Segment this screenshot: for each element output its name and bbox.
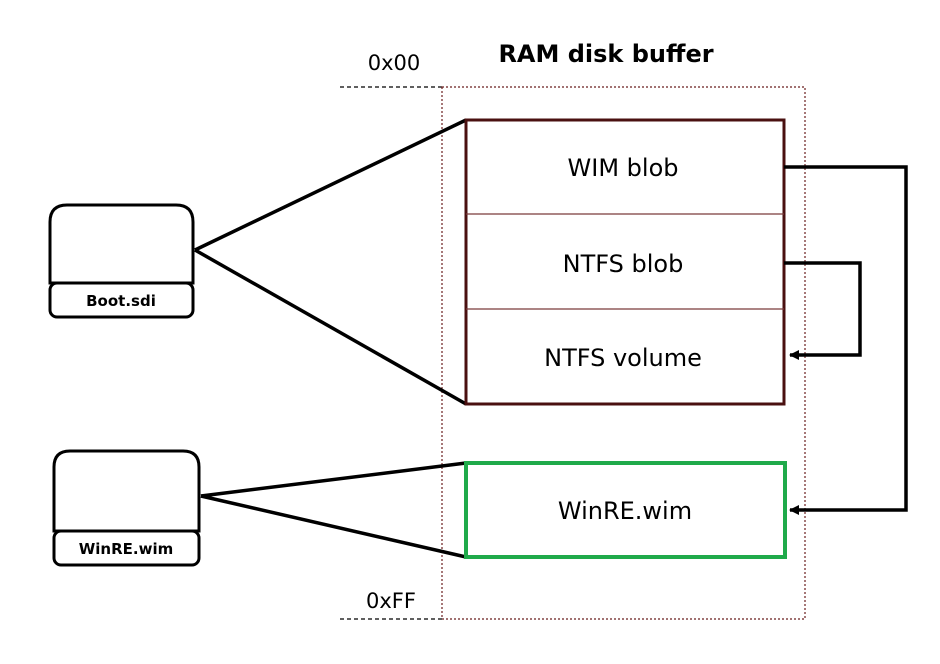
ntfs-blob-label: NTFS blob bbox=[563, 250, 684, 278]
winre-expansion-line-bottom bbox=[200, 494, 467, 559]
wim-blob-label: WIM blob bbox=[568, 154, 679, 182]
address-end-label: 0xFF bbox=[366, 589, 416, 613]
address-start-label: 0x00 bbox=[368, 51, 421, 75]
wim-blob-pointer-arrow bbox=[784, 165, 908, 515]
winre-wim-section-label: WinRE.wim bbox=[558, 497, 692, 525]
winre-wim-section bbox=[464, 461, 787, 559]
boot-sdi-expansion-line-bottom bbox=[194, 248, 467, 406]
boot-sdi-label: Boot.sdi bbox=[86, 292, 156, 310]
boot-sdi-expansion-line-top bbox=[194, 118, 467, 252]
ntfs-blob-pointer-arrow bbox=[784, 261, 862, 360]
ram-disk-buffer bbox=[441, 86, 806, 620]
boot-sdi-file-icon bbox=[48, 203, 195, 319]
winre-expansion-line-top bbox=[200, 461, 467, 498]
winre-wim-file-icon bbox=[52, 449, 201, 567]
ntfs-volume-label: NTFS volume bbox=[544, 344, 702, 372]
diagram-title: RAM disk buffer bbox=[498, 40, 713, 68]
winre-wim-file-label: WinRE.wim bbox=[79, 540, 174, 558]
sdi-content-block bbox=[464, 118, 786, 406]
